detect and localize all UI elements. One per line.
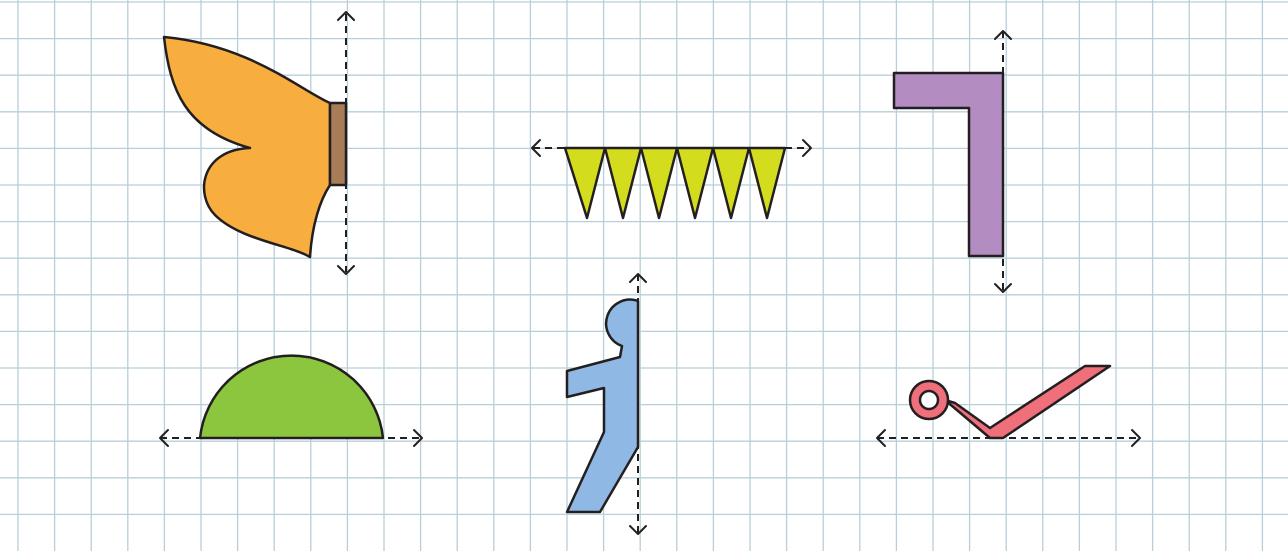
butterfly-half-shape [162,11,355,275]
hook-ring-hole [918,389,940,411]
arrow-down-icon [337,265,355,275]
figure-shape [565,273,647,535]
butterfly-wing [162,35,332,259]
hook-shape [876,364,1141,447]
arrow-left-icon [531,139,541,157]
semicircle [198,354,385,440]
arrow-right-icon [413,429,423,447]
arrow-up-icon [994,30,1012,40]
bunting-flags-shape [531,139,812,220]
arrow-up-icon [337,11,355,21]
hook-half [943,364,1112,440]
bunting-flags [563,146,787,220]
arrow-down-icon [629,525,647,535]
arrow-left-icon [159,429,169,447]
arrow-left-icon [876,429,886,447]
figure-half [565,298,640,514]
butterfly-body [328,101,348,187]
arrow-right-icon [802,139,812,157]
arrow-up-icon [629,273,647,283]
arrow-down-icon [994,283,1012,293]
l-shape [892,30,1012,293]
semicircle-shape [159,354,423,447]
arrow-right-icon [1131,429,1141,447]
